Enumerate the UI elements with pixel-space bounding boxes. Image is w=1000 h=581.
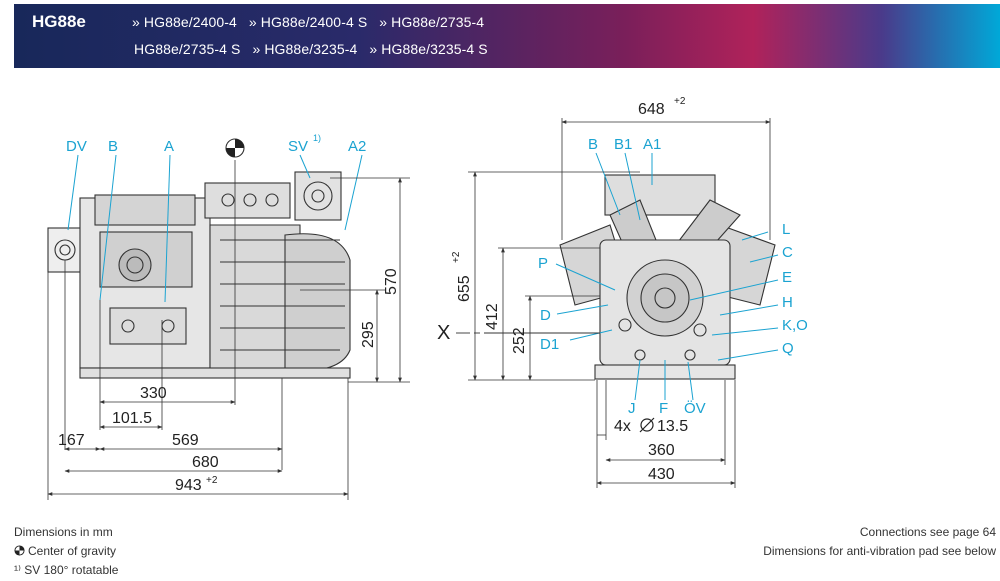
sv-valve — [294, 171, 342, 221]
dim-943-tolerance: +2 — [206, 475, 218, 486]
label-sv-footnote: 1) — [313, 133, 321, 143]
dim-655-tolerance: +2 — [451, 251, 462, 263]
label-dv: DV — [66, 138, 87, 155]
dim-943: 943 — [175, 477, 202, 494]
diameter-icon — [639, 417, 655, 433]
dim-167: 167 — [58, 432, 85, 449]
note-dimensions-in-mm: Dimensions in mm — [14, 525, 113, 539]
dim-412: 412 — [484, 303, 501, 330]
dim-330: 330 — [140, 385, 167, 402]
label-b: B — [108, 138, 118, 155]
dim-4x-label: 4x — [614, 418, 631, 435]
dim-648: 648 — [638, 101, 665, 118]
dim-295: 295 — [360, 321, 377, 348]
label-ko: K,O — [782, 317, 808, 334]
label-h: H — [782, 294, 793, 311]
dim-252: 252 — [511, 327, 528, 354]
front-view — [559, 174, 776, 380]
note-sv-rotatable: ¹⁾ SV 180° rotatable — [14, 563, 119, 577]
label-d1: D1 — [540, 336, 559, 353]
note-center-of-gravity: Center of gravity — [14, 544, 116, 558]
model-link[interactable]: » HG88e/3235-4 S — [369, 41, 488, 57]
dim-430: 430 — [648, 466, 675, 483]
model-list-row-2: HG88e/2735-4 S » HG88e/3235-4 » HG88e/32… — [134, 41, 488, 57]
dim-4x-diameter: 13.5 — [657, 418, 688, 435]
model-link[interactable]: » HG88e/2400-4 — [132, 14, 237, 30]
center-of-gravity-label: Center of gravity — [28, 544, 117, 558]
label-a: A — [164, 138, 174, 155]
label-p: P — [538, 255, 548, 272]
label-c: C — [782, 244, 793, 261]
label-b-front: B — [588, 136, 598, 153]
model-link[interactable]: HG88e/2735-4 S — [134, 41, 241, 57]
section-x-marker: X — [437, 322, 450, 344]
label-ov: ÖV — [684, 399, 706, 417]
label-e: E — [782, 269, 792, 286]
label-l: L — [782, 221, 790, 238]
model-list-row-1: » HG88e/2400-4 » HG88e/2400-4 S » HG88e/… — [132, 14, 484, 30]
dim-570: 570 — [383, 268, 400, 295]
model-link[interactable]: » HG88e/2400-4 S — [248, 14, 368, 30]
dim-101-5: 101.5 — [112, 410, 152, 427]
label-sv: SV — [288, 138, 308, 155]
note-anti-vibration: Dimensions for anti-vibration pad see be… — [763, 544, 996, 558]
terminal-box — [204, 182, 291, 219]
dim-360: 360 — [648, 442, 675, 459]
model-family-title: HG88e — [32, 12, 86, 31]
side-view — [47, 138, 351, 379]
model-link[interactable]: » HG88e/2735-4 — [379, 14, 485, 30]
label-j: J — [628, 400, 636, 417]
label-q: Q — [782, 340, 794, 357]
label-f: F — [659, 400, 668, 417]
label-b1: B1 — [614, 136, 632, 153]
label-d: D — [540, 307, 551, 324]
label-a2: A2 — [348, 138, 366, 155]
dim-648-tolerance: +2 — [674, 96, 686, 107]
cylinder-head-top — [604, 174, 716, 216]
note-connections: Connections see page 64 — [859, 525, 996, 539]
dim-680: 680 — [192, 454, 219, 471]
label-a1: A1 — [643, 136, 661, 153]
model-link[interactable]: » HG88e/3235-4 — [252, 41, 358, 57]
dim-569: 569 — [172, 432, 199, 449]
dim-655: 655 — [456, 275, 473, 302]
center-of-gravity-icon — [14, 545, 25, 556]
header-banner: HG88e » HG88e/2400-4 » HG88e/2400-4 S » … — [14, 4, 1000, 68]
